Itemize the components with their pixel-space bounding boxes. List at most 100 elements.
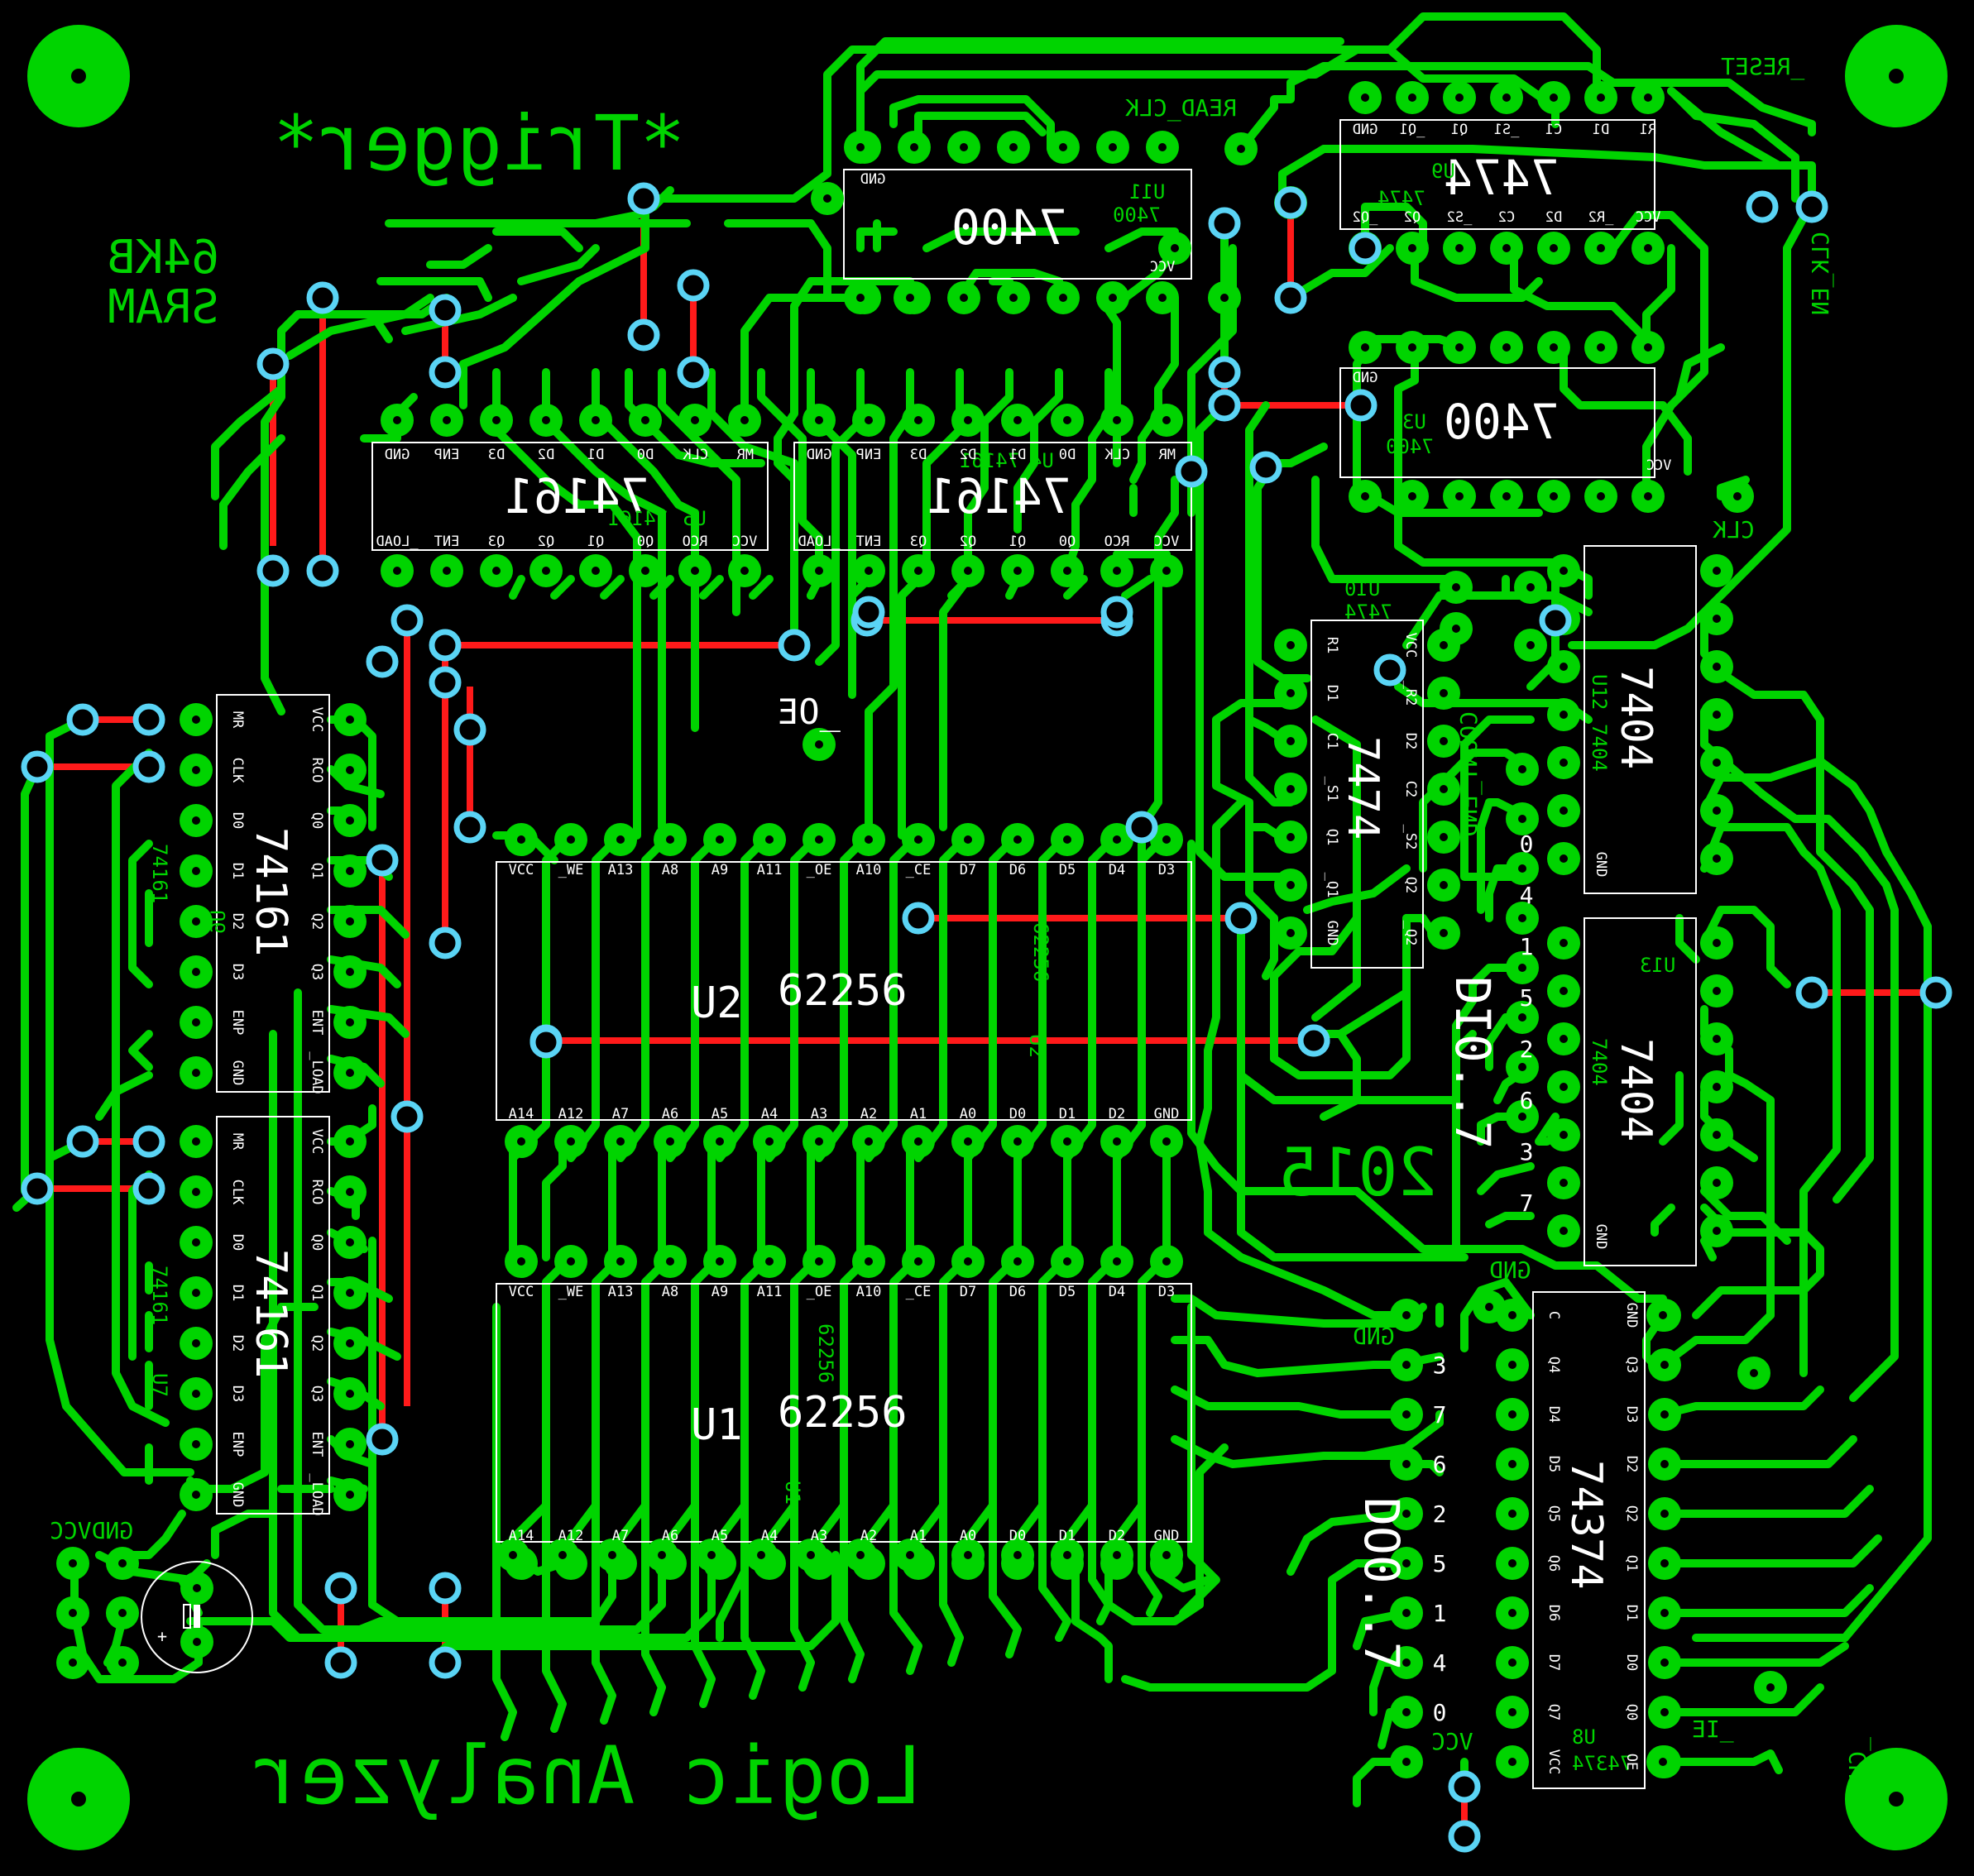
pin-label-u2: A10 [856,862,882,878]
chip-outline-u3 [1339,367,1655,478]
pad-u4 [852,554,885,587]
pad-u2 [604,1125,637,1158]
pad-u12 [1547,554,1580,587]
chip-ref2-u1: 62256 [814,1323,837,1383]
pad [894,1539,927,1572]
pin-label-u2: D7 [960,862,976,878]
chip-outline-u1 [496,1283,1192,1543]
pad-u9 [1490,81,1523,114]
pad [803,728,836,761]
pad-u2 [902,823,935,856]
pin-label-u8: D1 [1623,1605,1640,1621]
do-bit-label: 7 [1433,1401,1447,1429]
chip-outline-u12 [1584,545,1697,894]
pad [1051,1539,1084,1572]
pin-label-u1: A11 [757,1284,783,1300]
pad-u6 [333,1006,367,1039]
pad-u10 [1427,725,1460,758]
pin-label-u2: A6 [662,1106,678,1122]
pin-label-u5: CLK [683,447,708,463]
via [324,1572,357,1605]
pin-label-u4: RCO [1104,534,1130,550]
via [390,1100,424,1133]
pad-u7 [180,1175,213,1208]
pad-u9 [1396,232,1429,265]
chip-outline-u5 [371,442,769,551]
pad-u6 [333,804,367,837]
pad-u13 [1700,1022,1733,1055]
trigger-label: *Trigger* [273,99,686,188]
pad-u2 [505,823,538,856]
chip-ref2-u9: 7474 [1377,187,1425,210]
chip-ref-u1-small: U1 [781,1481,804,1505]
pad-u3 [1443,480,1476,513]
pad-u13 [1547,1070,1580,1103]
pin-label-u1: A14 [509,1528,534,1544]
pad-u11 [1096,131,1129,164]
via [1795,190,1828,223]
pin-label-u2: D5 [1059,862,1076,878]
via [1919,976,1952,1009]
chip-ref2-u11: 7400 [1113,203,1161,227]
via [1349,232,1382,265]
pin-label-u7: ENT [309,1432,325,1457]
pad-u10 [1427,677,1460,710]
chip-name-u7: 74161 [246,1249,295,1379]
pad-u6 [333,754,367,787]
capacitor: + [141,1561,253,1673]
pad [951,1539,985,1572]
pad [1390,1596,1423,1630]
chip-outline-u10 [1310,620,1424,969]
pin-label-u6: D1 [229,863,246,879]
pad-u12 [1700,746,1733,779]
pad-u7 [333,1327,367,1360]
pin-label-u9: C1 [1545,122,1562,138]
pad-u10 [1274,821,1307,854]
vias [21,182,1952,1853]
pin-label-u2: _WE [558,862,584,878]
chip-labels: 7474 U9 7474 7400 U11 7400 7400 U3 7400 … [148,150,1675,1775]
pin-label-u1: A5 [712,1528,728,1544]
pad [844,1539,877,1572]
pin-label-u2: A14 [509,1106,534,1122]
pad-u8 [1496,1448,1529,1481]
pin-label-u8: Q4 [1545,1357,1562,1373]
pad-u10 [1427,869,1460,902]
via [1746,190,1779,223]
chip-outlines [216,119,1697,1789]
pin-label-u6: Q3 [309,964,325,980]
pin-label-u4: MR [1158,447,1176,463]
pad-u2 [654,1125,687,1158]
pad [1514,629,1547,662]
pin-label-u2: _CE [906,862,932,878]
pin-label-u5: ENT [434,534,460,550]
pin-label-u10: Q1 [1324,829,1340,845]
clk-label: CLK [1713,516,1755,543]
pin-label-u2: A1 [910,1106,927,1122]
pad-u5 [430,554,463,587]
pin-label-u9: Q1 [1451,122,1468,138]
pin-label-u8: Q6 [1545,1555,1562,1572]
pin-label-u11: GND [860,171,886,188]
pad-u12 [1700,554,1733,587]
pad [1390,1398,1423,1431]
via [1208,207,1241,240]
pin-label-u1: GND [1154,1528,1180,1544]
pad-u13 [1700,1070,1733,1103]
pin-label-u5: _LOAD [376,534,418,550]
ie-label: _IE [1692,1716,1734,1744]
pad-u2 [951,1125,985,1158]
pin-label-u5: RCO [683,534,708,550]
pin-label-u9: D1 [1593,122,1609,138]
pad-u11 [898,131,931,164]
via [1208,389,1241,422]
pad-u7 [180,1125,213,1158]
pin-label-u6: D3 [229,964,246,980]
chip-name-u1: 62256 [778,1388,908,1438]
via [429,356,462,389]
pin-label-u1: D0 [1009,1528,1026,1544]
pad [180,1625,213,1658]
pin-label-u6: GND [229,1060,246,1086]
capacitor-plate-a [183,1604,191,1629]
pad-u9 [1537,81,1570,114]
